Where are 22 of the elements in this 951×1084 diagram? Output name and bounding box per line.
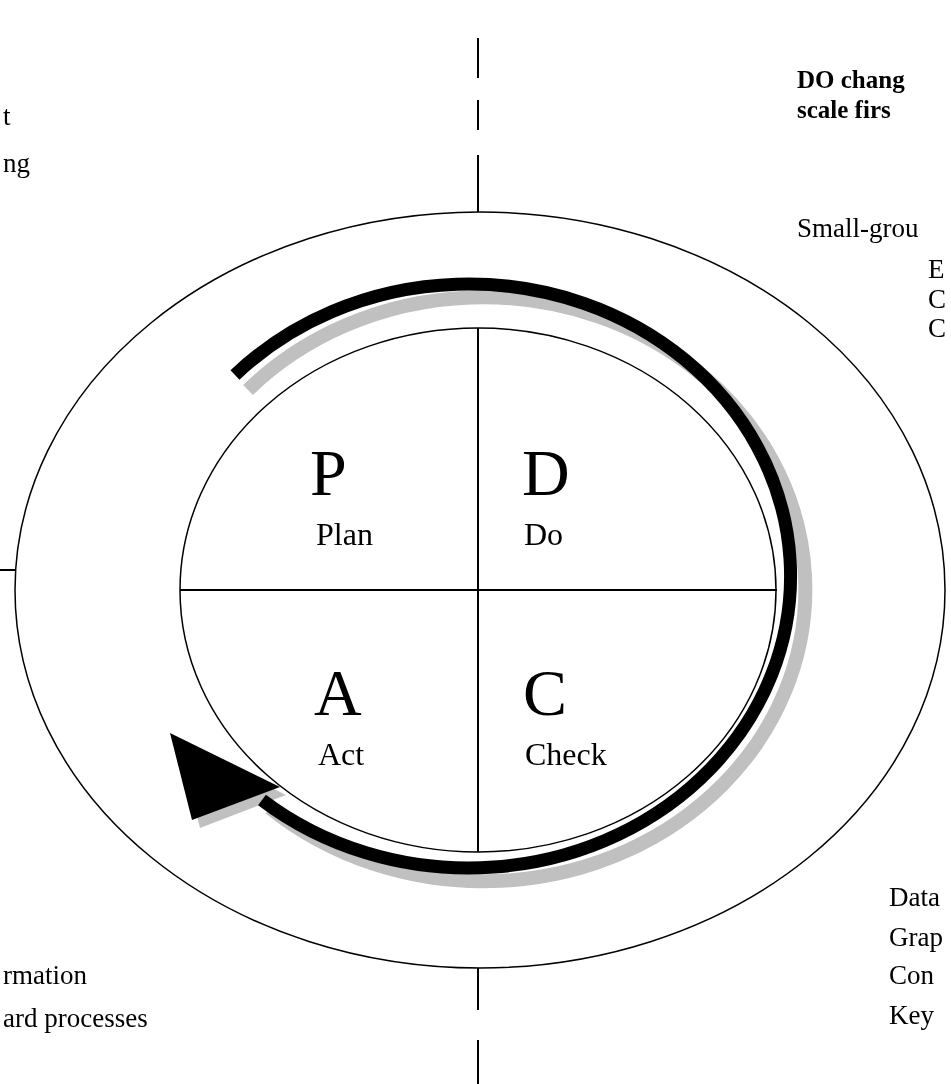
heading-text: DO chang <box>797 67 905 92</box>
note-text: ard processes <box>3 1005 148 1032</box>
note-text: Grap <box>889 924 943 951</box>
note-text: C <box>928 315 946 342</box>
note-text: Data <box>889 884 940 911</box>
quadrant-label: Plan <box>316 518 373 550</box>
note-text: E <box>928 256 945 283</box>
heading-text: scale firs <box>797 97 891 122</box>
note-text: Con <box>889 962 934 989</box>
note-text: rmation <box>3 962 87 989</box>
note-text: Key <box>889 1002 934 1029</box>
quadrant-letter: A <box>314 660 362 726</box>
quadrant-label: Check <box>525 738 607 770</box>
quadrant-label: Act <box>318 738 365 770</box>
note-text: t <box>3 103 11 130</box>
note-text: ng <box>3 150 30 177</box>
quadrant-label: Do <box>524 518 564 550</box>
quadrant-letter: C <box>523 660 568 726</box>
quadrant-letter: D <box>522 440 570 506</box>
note-text: C <box>928 286 946 313</box>
quadrant-letter: P <box>310 440 347 506</box>
note-text: Small-grou <box>797 215 919 242</box>
